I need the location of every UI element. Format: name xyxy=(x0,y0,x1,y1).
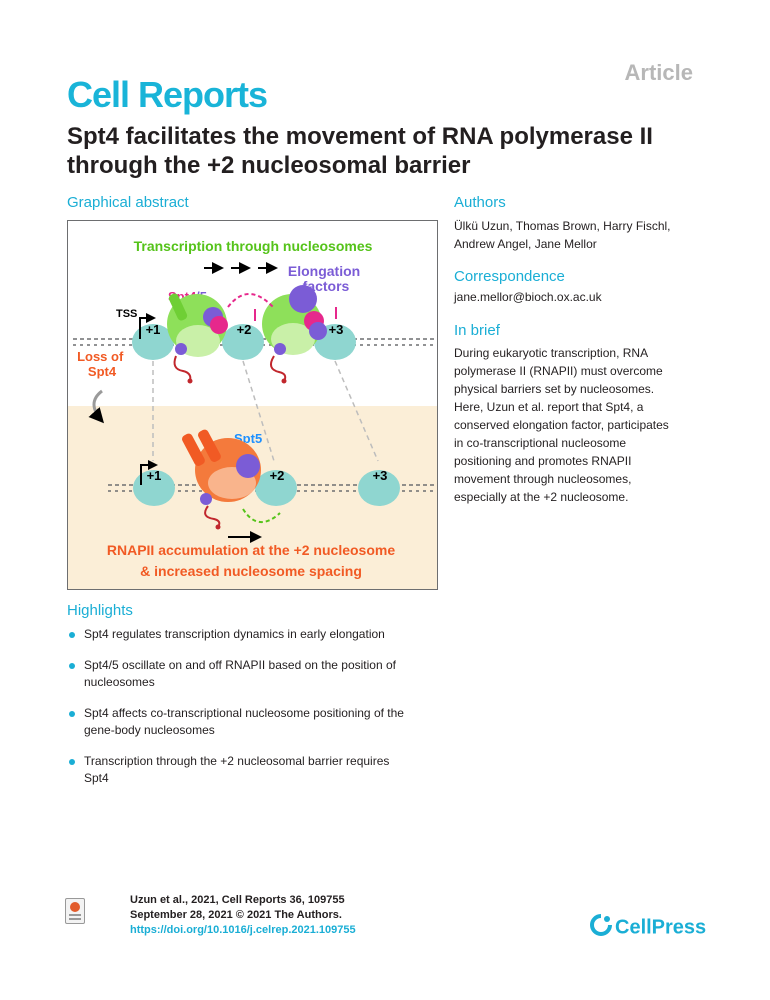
bullet-icon xyxy=(69,663,75,669)
svg-text:+3: +3 xyxy=(329,322,344,337)
citation-line-2: September 28, 2021 © 2021 The Authors. xyxy=(130,909,342,921)
graphical-abstract-figure: Transcription through nucleosomes Elonga… xyxy=(67,220,438,590)
highlight-item: Spt4/5 oscillate on and off RNAPII based… xyxy=(67,657,447,691)
cellpress-mark-icon xyxy=(590,914,612,942)
in-brief-line: movement through nucleosomes, xyxy=(454,472,632,486)
svg-text:+1: +1 xyxy=(147,468,162,483)
tss-label: TSS xyxy=(116,308,137,320)
author-list: Ülkü Uzun, Thomas Brown, Harry Fischl, A… xyxy=(454,217,704,253)
rnapii-complex-1 xyxy=(167,293,228,384)
title-line-1: Spt4 facilitates the movement of RNA pol… xyxy=(67,123,653,150)
authors-heading: Authors xyxy=(454,194,506,211)
bullet-icon xyxy=(69,632,75,638)
bottom-panel-title-2: & increased nucleosome spacing xyxy=(140,563,362,579)
in-brief-line: conserved elongation factor, participate… xyxy=(454,418,669,432)
author-line-2: Andrew Angel, Jane Mellor xyxy=(454,237,597,251)
highlight-item: Transcription through the +2 nucleosomal… xyxy=(67,753,447,787)
rnapii-complex-2 xyxy=(262,285,327,384)
cellpress-logo: CellPress xyxy=(590,914,706,942)
highlights-heading: Highlights xyxy=(67,602,133,619)
nucleosome-plus3-bottom: +3 xyxy=(358,468,400,506)
stall-inhibition-arc xyxy=(242,508,281,523)
top-panel xyxy=(68,221,437,406)
in-brief-line: physical barriers set by nucleosomes. xyxy=(454,382,655,396)
correspondence-email[interactable]: jane.mellor@bioch.ox.ac.uk xyxy=(454,290,602,304)
doi-link[interactable]: https://doi.org/10.1016/j.celrep.2021.10… xyxy=(130,924,356,936)
nucleosome-plus1-top: +1 xyxy=(132,322,174,360)
highlights-list: Spt4 regulates transcription dynamics in… xyxy=(67,626,447,801)
in-brief-line: positioning and promotes RNAPII xyxy=(454,454,632,468)
in-brief-line: in co-transcriptional nucleosome xyxy=(454,436,627,450)
tss-arrow-top xyxy=(139,313,156,339)
highlight-item: Spt4 regulates transcription dynamics in… xyxy=(67,626,447,643)
correspondence-heading: Correspondence xyxy=(454,268,565,285)
in-brief-text: During eukaryotic transcription, RNA pol… xyxy=(454,344,704,506)
cellpress-wordmark: CellPress xyxy=(615,916,707,939)
highlight-item: Spt4 affects co-transcriptional nucleoso… xyxy=(67,705,447,739)
rnapii-complex-stalled xyxy=(182,429,261,530)
author-line-1: Ülkü Uzun, Thomas Brown, Harry Fischl, xyxy=(454,219,671,233)
svg-text:+1: +1 xyxy=(146,322,161,337)
paper-title: Spt4 facilitates the movement of RNA pol… xyxy=(67,122,727,180)
loss-of-spt4-label: Loss of Spt4 xyxy=(77,349,127,379)
in-brief-line: During eukaryotic transcription, RNA xyxy=(454,346,649,360)
top-panel-title: Transcription through nucleosomes xyxy=(134,238,373,254)
in-brief-line: polymerase II (RNAPII) must overcome xyxy=(454,364,663,378)
citation-block: Uzun et al., 2021, Cell Reports 36, 1097… xyxy=(130,893,356,938)
svg-text:+2: +2 xyxy=(270,468,285,483)
elongation-factors-label: Elongation factors xyxy=(288,263,364,294)
citation-line-1: Uzun et al., 2021, Cell Reports 36, 1097… xyxy=(130,894,345,906)
in-brief-heading: In brief xyxy=(454,322,500,339)
guide-lines xyxy=(152,360,379,462)
bullet-icon xyxy=(69,759,75,765)
curved-arrow-icon xyxy=(88,389,104,424)
check-for-updates-icon[interactable] xyxy=(65,898,85,924)
nucleosome-plus1-bottom: +1 xyxy=(133,468,175,506)
svg-text:+3: +3 xyxy=(373,468,388,483)
in-brief-line: especially at the +2 nucleosome. xyxy=(454,490,629,504)
journal-name: Cell Reports xyxy=(67,74,268,115)
in-brief-line: Here, Uzun et al. report that Spt4, a xyxy=(454,400,644,414)
graphical-abstract-heading: Graphical abstract xyxy=(67,194,189,211)
bullet-icon xyxy=(69,711,75,717)
title-line-2: through the +2 nucleosomal barrier xyxy=(67,152,471,179)
nucleosome-plus2-bottom: +2 xyxy=(255,468,297,506)
article-label: Article xyxy=(624,60,693,85)
nucleosome-plus2-top: +2 xyxy=(222,322,264,360)
tss-arrow-bottom xyxy=(140,460,158,485)
bottom-panel-title-1: RNAPII accumulation at the +2 nucleosome xyxy=(107,542,395,558)
svg-text:+2: +2 xyxy=(237,322,252,337)
